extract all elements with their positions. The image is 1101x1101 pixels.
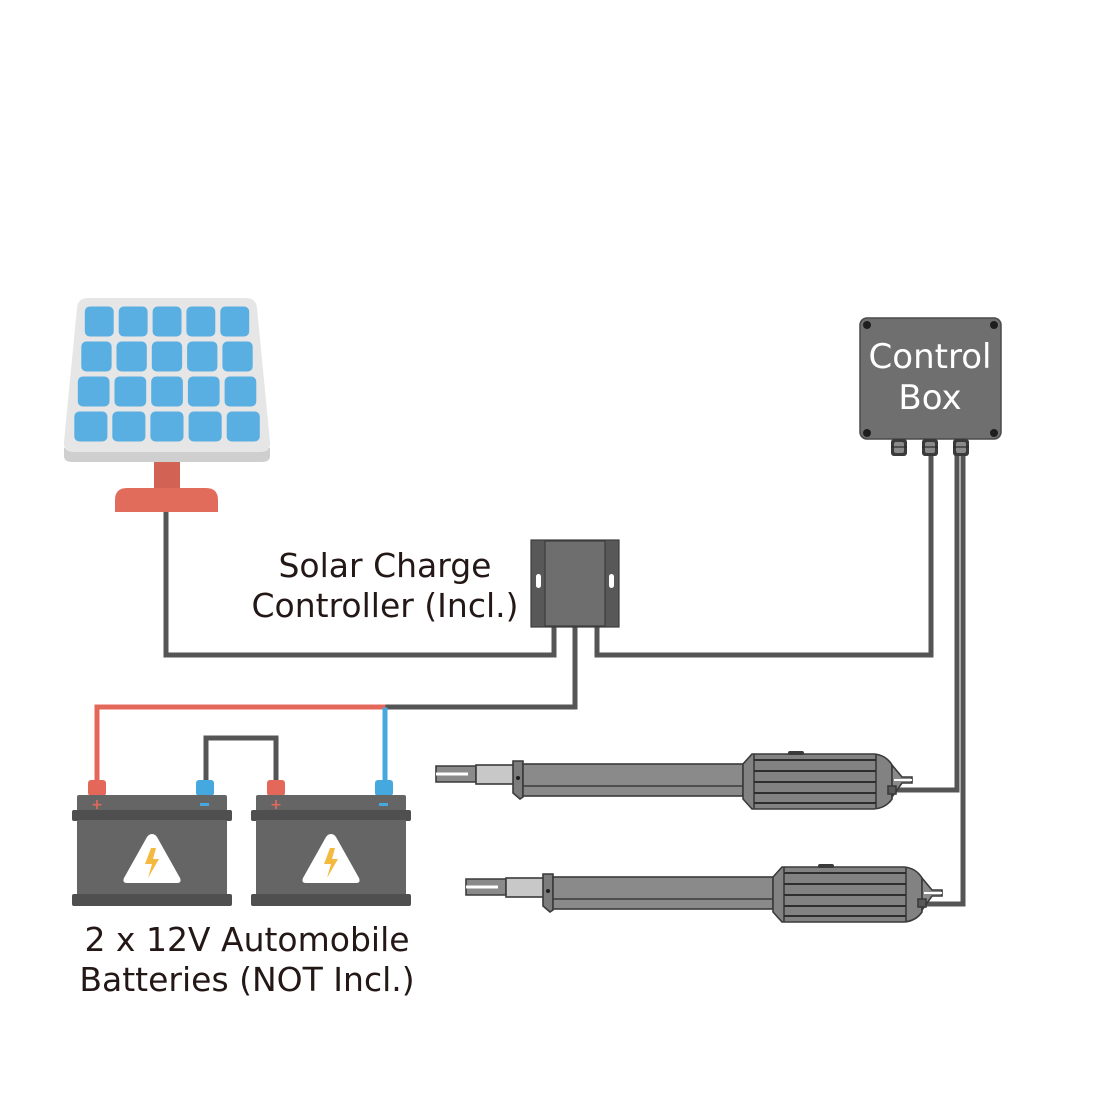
battery-minus-sign bbox=[200, 803, 209, 806]
battery-plus-sign: + bbox=[91, 797, 103, 813]
solar-cell bbox=[112, 411, 146, 442]
control-box-cable-glands bbox=[891, 439, 969, 456]
wire-controller-to-control-box bbox=[594, 455, 934, 658]
actuator-cable-exit bbox=[917, 898, 927, 908]
wire-control-box-to-actuator-2 bbox=[923, 455, 966, 907]
battery: + bbox=[251, 780, 411, 906]
batteries-label-line1: 2 x 12V Automobile bbox=[84, 920, 409, 959]
actuator-rear-slot bbox=[894, 779, 912, 781]
control-box-screw bbox=[990, 429, 998, 437]
solar-cell bbox=[114, 376, 147, 407]
cable-gland bbox=[922, 439, 938, 456]
battery-base bbox=[251, 894, 411, 906]
solar-panel-stand-post bbox=[154, 462, 180, 492]
lightning-bolt-icon bbox=[324, 848, 338, 878]
solar-cell bbox=[118, 306, 148, 337]
solar-cell bbox=[151, 376, 183, 407]
wire-battery-positive bbox=[94, 704, 386, 785]
solar-cell bbox=[150, 411, 184, 442]
actuator-rod bbox=[505, 877, 547, 898]
actuator-fork-slot bbox=[466, 885, 498, 889]
actuator-collar-pin bbox=[516, 776, 520, 780]
wire-series-jumper bbox=[203, 735, 279, 785]
charge-controller-body bbox=[544, 540, 606, 627]
battery-terminal-positive bbox=[267, 780, 285, 796]
solar-cell bbox=[116, 341, 147, 372]
actuator-motor-cap bbox=[788, 751, 804, 755]
battery-terminal-negative bbox=[375, 780, 393, 796]
battery-minus-sign bbox=[379, 803, 388, 806]
batteries: ++ bbox=[72, 780, 411, 906]
battery-top bbox=[256, 795, 406, 811]
cable-gland bbox=[953, 439, 969, 456]
wire-control-box-to-actuator-1 bbox=[893, 455, 960, 793]
actuator-rod bbox=[475, 764, 517, 785]
gate-actuator bbox=[435, 751, 913, 810]
charge-controller bbox=[530, 539, 620, 628]
control-box-screw bbox=[863, 429, 871, 437]
gate-actuators bbox=[435, 751, 943, 923]
solar-cell bbox=[224, 376, 257, 407]
actuator-cable-exit bbox=[887, 785, 897, 795]
charge-controller-label-line1: Solar Charge bbox=[278, 546, 491, 585]
solar-cell bbox=[188, 411, 222, 442]
control-box-screw bbox=[990, 321, 998, 329]
control-box: Control Box bbox=[859, 317, 1002, 456]
actuator-rear-slot bbox=[924, 892, 942, 894]
solar-cell bbox=[187, 376, 220, 407]
solar-cell bbox=[186, 306, 216, 337]
battery-top bbox=[77, 795, 227, 811]
solar-cell bbox=[226, 411, 260, 442]
battery-plus-sign: + bbox=[270, 797, 282, 813]
actuator-tube bbox=[552, 876, 774, 910]
battery-terminal-negative bbox=[196, 780, 214, 796]
solar-cell bbox=[74, 411, 108, 442]
solar-cell bbox=[81, 341, 112, 372]
battery-terminal-positive bbox=[88, 780, 106, 796]
solar-cell bbox=[220, 306, 250, 337]
battery-rim bbox=[72, 810, 232, 821]
solar-cell bbox=[187, 341, 218, 372]
actuator-tube bbox=[522, 763, 744, 797]
charge-controller-slot-right bbox=[609, 574, 614, 588]
cable-gland bbox=[891, 439, 907, 456]
control-box-label-line2: Box bbox=[898, 378, 961, 418]
solar-panel-stand-base bbox=[115, 488, 218, 512]
battery: + bbox=[72, 780, 232, 906]
lightning-bolt-icon bbox=[145, 848, 159, 878]
actuator-motor-cap bbox=[818, 864, 834, 868]
actuator-fork-slot bbox=[436, 772, 468, 776]
charge-controller-label-line2: Controller (Incl.) bbox=[251, 586, 518, 625]
actuator-collar-pin bbox=[546, 889, 550, 893]
solar-cell bbox=[84, 306, 114, 337]
control-box-screw bbox=[863, 321, 871, 329]
battery-base bbox=[72, 894, 232, 906]
solar-cell bbox=[222, 341, 253, 372]
solar-panel bbox=[63, 298, 271, 512]
wires bbox=[94, 455, 966, 907]
solar-panel-cells bbox=[74, 306, 260, 442]
wire-controller-to-batteries bbox=[382, 624, 578, 710]
wire-solar-to-controller bbox=[163, 509, 557, 658]
solar-cell bbox=[77, 376, 110, 407]
solar-cell bbox=[152, 306, 182, 337]
gate-actuator bbox=[465, 864, 943, 923]
battery-rim bbox=[251, 810, 411, 821]
batteries-label-line2: Batteries (NOT Incl.) bbox=[79, 960, 414, 999]
charge-controller-slot-left bbox=[536, 574, 541, 588]
solar-cell bbox=[151, 341, 183, 372]
control-box-label-line1: Control bbox=[869, 337, 992, 377]
